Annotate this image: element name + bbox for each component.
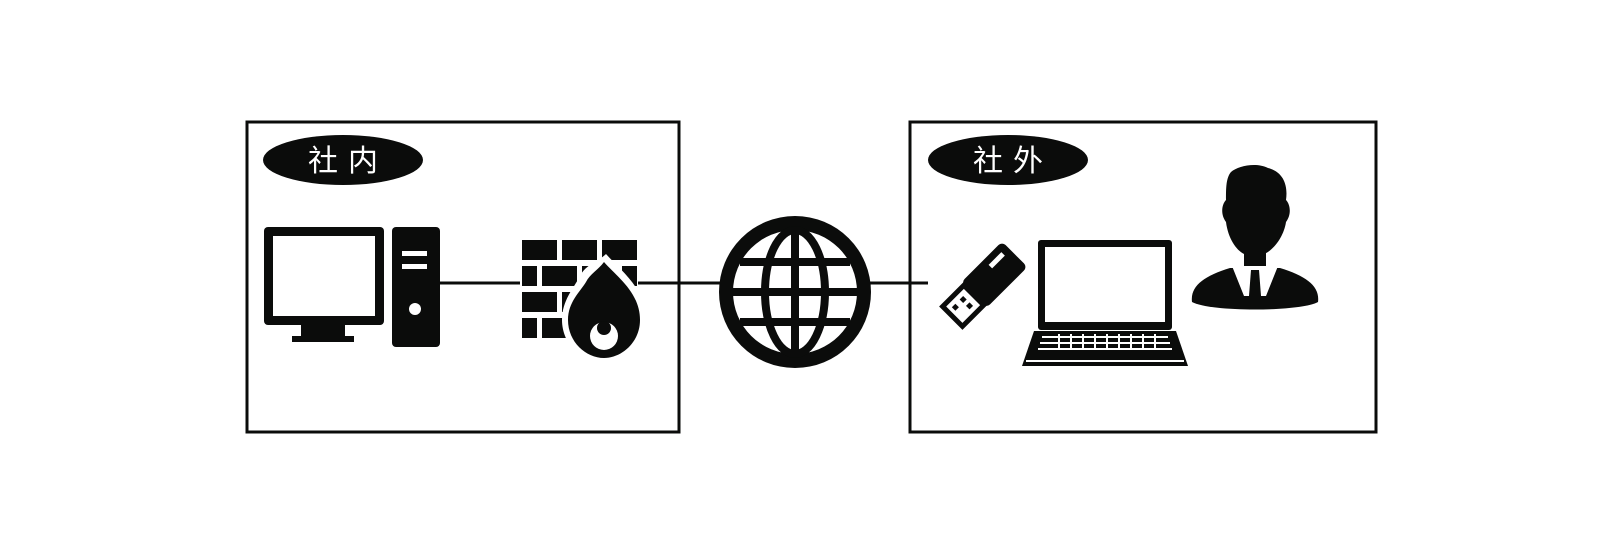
zone-outside: 社外 <box>908 120 1378 434</box>
pc-tower-icon <box>392 227 440 347</box>
zone-outside-label: 社外 <box>973 144 1053 179</box>
firewall-icon <box>520 238 646 364</box>
usb-dongle-icon <box>939 243 1026 330</box>
zone-inside: 社内 <box>245 120 681 434</box>
zone-outside-box <box>908 120 1378 434</box>
globe-icon <box>719 216 871 368</box>
zone-inside-label: 社内 <box>308 144 388 179</box>
laptop-icon <box>1022 240 1188 366</box>
zone-outside-label-pill <box>928 135 1088 185</box>
person-icon <box>1191 165 1319 310</box>
zone-inside-label-pill <box>263 135 423 185</box>
zone-inside-box <box>245 120 681 434</box>
desktop-monitor-icon <box>264 227 384 342</box>
